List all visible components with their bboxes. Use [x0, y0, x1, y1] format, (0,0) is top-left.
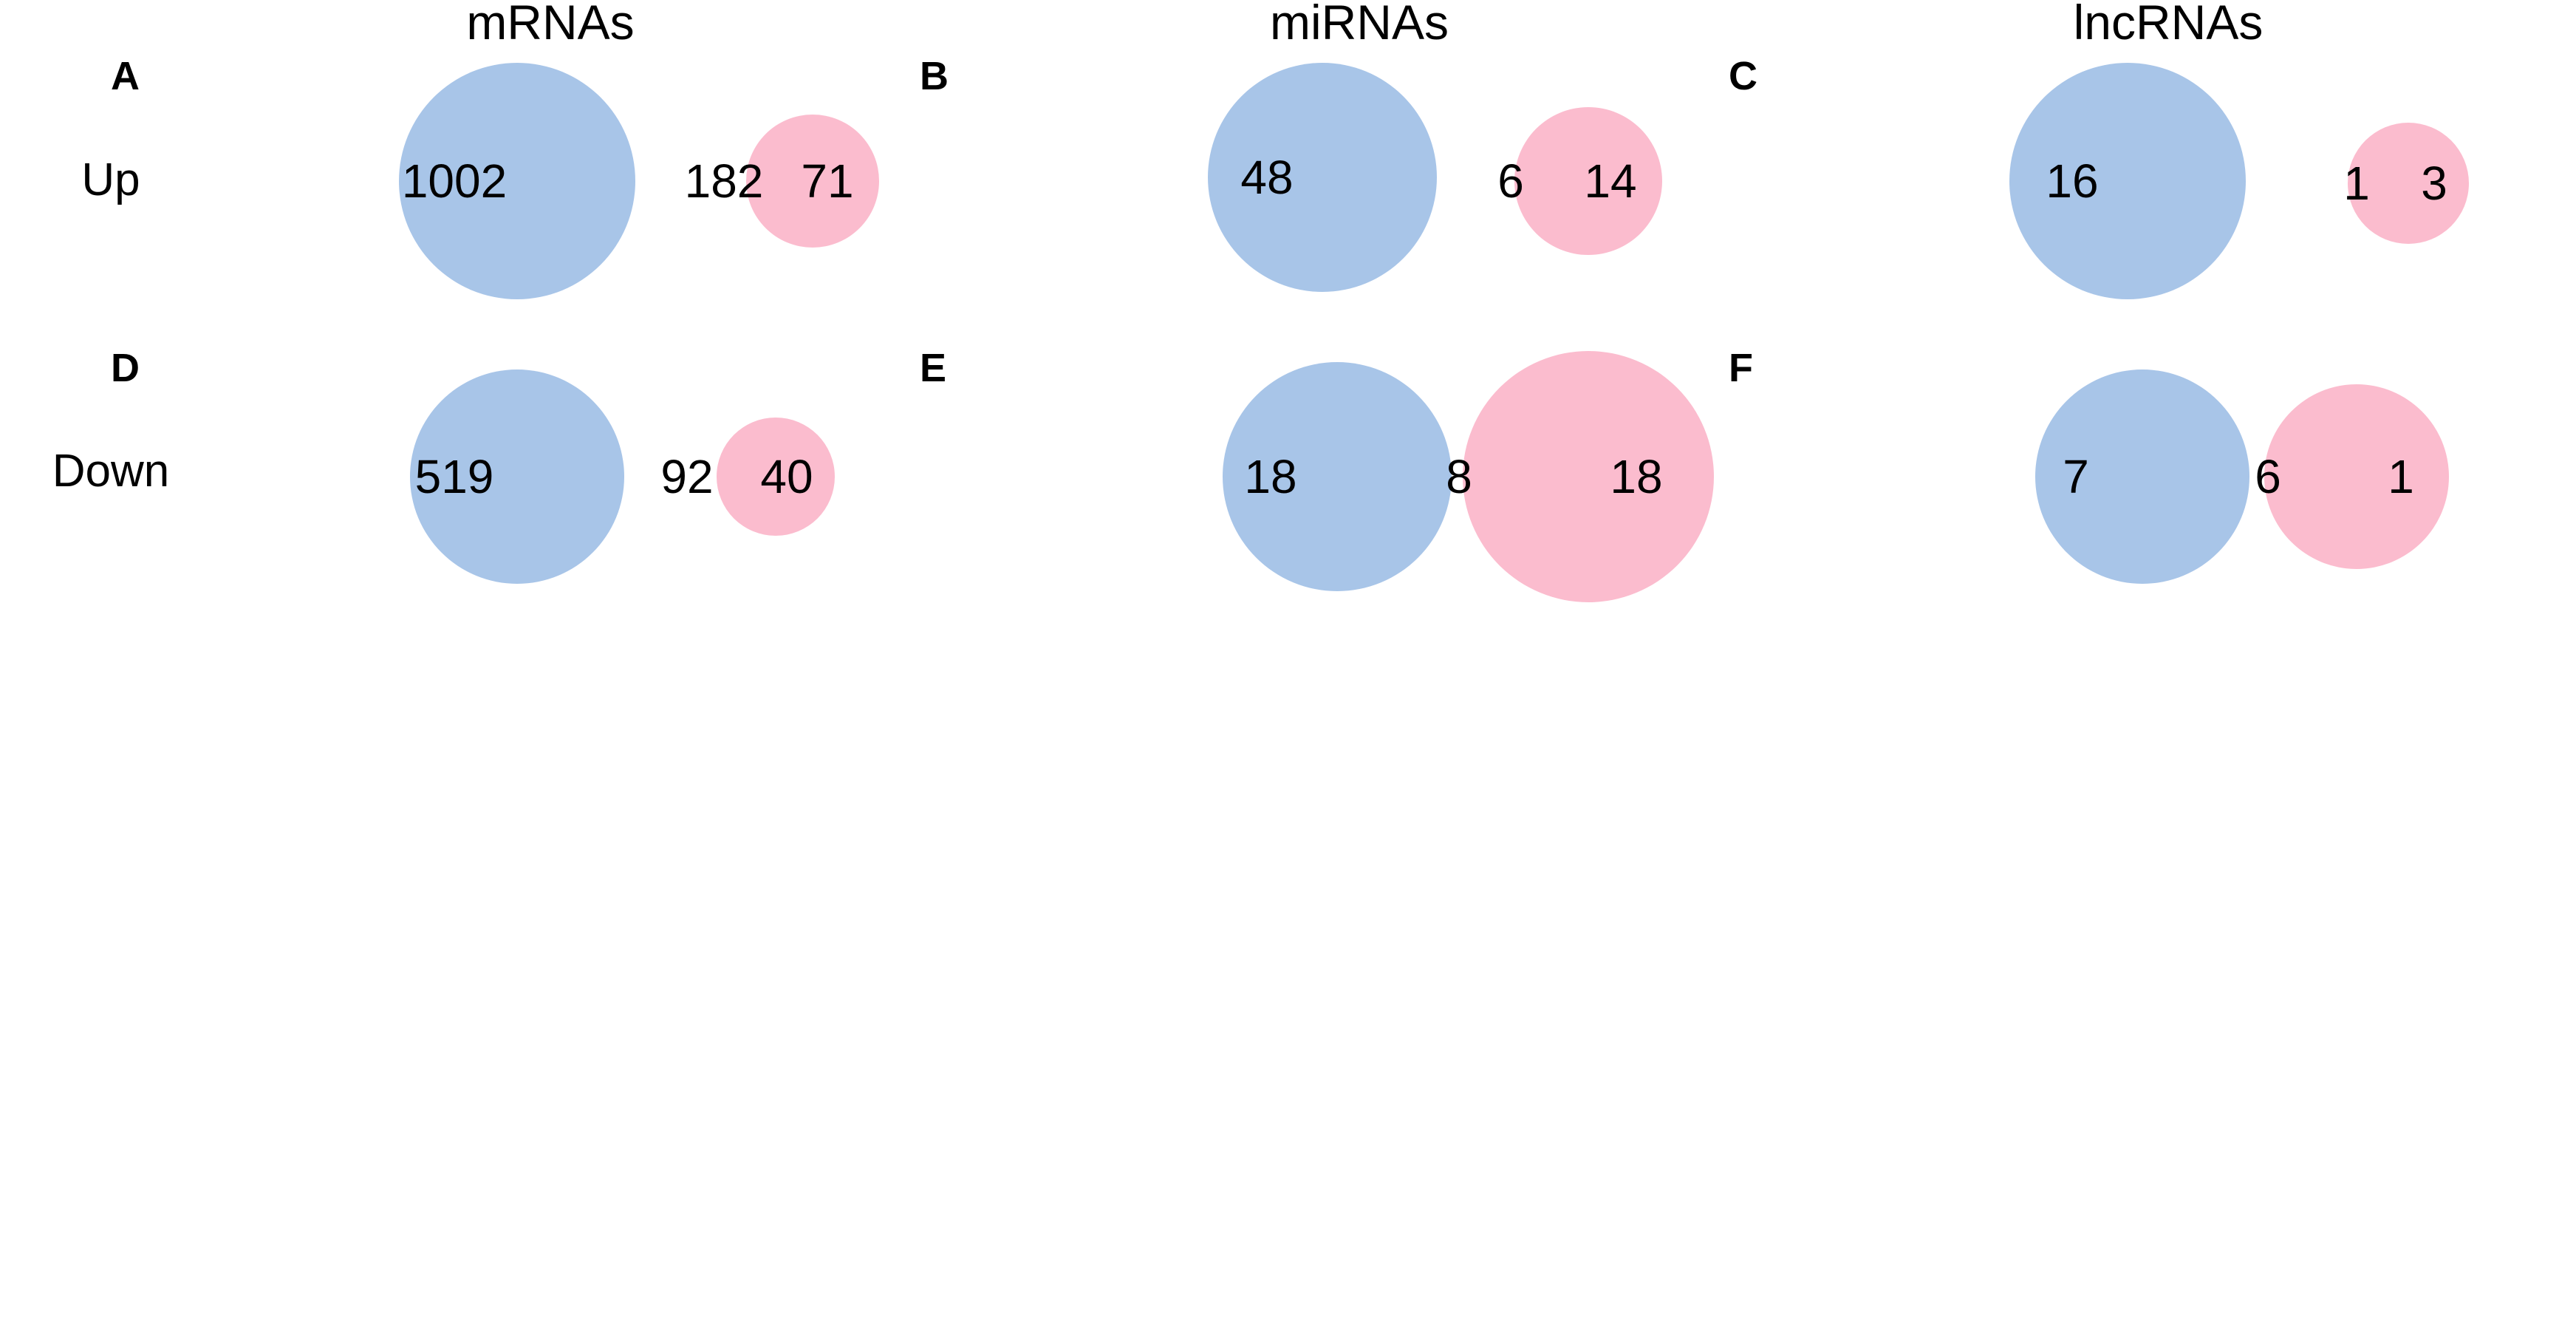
venn-circle-set-a: [410, 369, 624, 584]
venn-diagram-a: [399, 63, 879, 299]
panel-letter-f: F: [1729, 346, 1753, 390]
venn-diagram-d: [410, 369, 835, 584]
venn-circle-set-a: [1223, 362, 1452, 591]
venn-circle-set-b: [2264, 384, 2449, 569]
venn-diagram-b: [1208, 63, 1662, 292]
panel-letter-b: B: [920, 54, 949, 98]
panel-letter-c: C: [1729, 54, 1757, 98]
venn-panel-f: F 7 6 1: [1706, 344, 2563, 927]
venn-circle-set-b: [2348, 123, 2469, 244]
venn-circle-set-a: [399, 63, 635, 299]
venn-circle-set-a: [2009, 63, 2246, 299]
venn-circle-set-b: [1463, 351, 1714, 602]
venn-panel-d: D 519 92 40: [89, 344, 946, 927]
venn-diagram-c: [2009, 63, 2469, 299]
panel-letter-d: D: [111, 346, 140, 390]
venn-diagram-f: [2035, 369, 2449, 584]
row-label-up: Up: [81, 154, 140, 205]
venn-circle-set-b: [1514, 107, 1662, 255]
venn-diagram-e: [1223, 351, 1714, 602]
venn-panel-b: B 48 6 14: [898, 52, 1755, 636]
venn-circle-set-b: [717, 418, 835, 536]
panel-letter-e: E: [920, 346, 947, 390]
panel-letter-a: A: [111, 54, 140, 98]
column-header-mirnas: miRNAs: [1270, 0, 1449, 50]
column-header-lncrnas: lncRNAs: [2073, 0, 2264, 50]
column-header-mrnas: mRNAs: [466, 0, 635, 50]
venn-circle-set-a: [1208, 63, 1437, 292]
venn-circle-set-a: [2035, 369, 2249, 584]
venn-circle-set-b: [746, 115, 879, 248]
row-label-down: Down: [52, 446, 170, 497]
venn-panel-e: E 18 8 18: [898, 344, 1755, 927]
